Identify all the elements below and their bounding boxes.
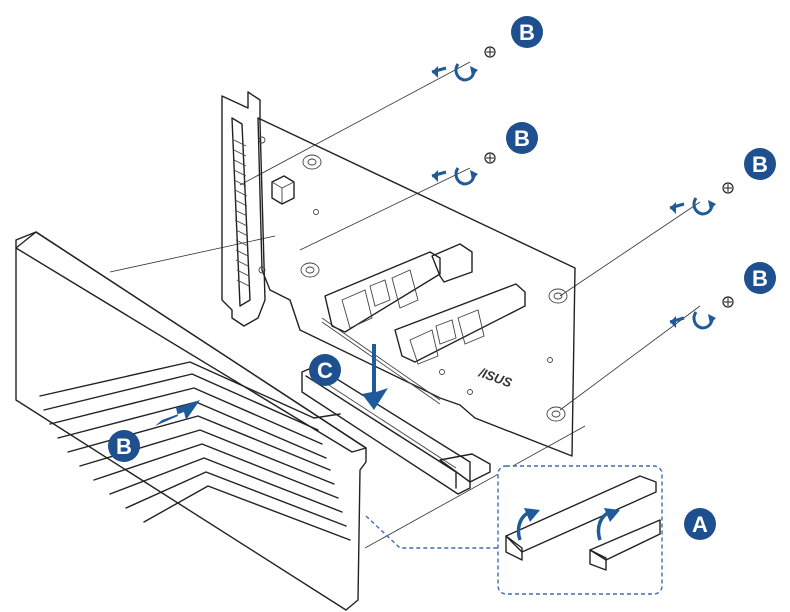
callout-badge (744, 148, 776, 180)
detail-inset (365, 465, 663, 595)
brand-logo: /ISUS (476, 364, 514, 390)
ssd-chips (341, 269, 485, 365)
screw-group-3 (669, 182, 734, 216)
insert-arrow-icon (362, 344, 388, 410)
push-arrow-icon (155, 400, 200, 426)
callout-b-top: B (511, 16, 543, 48)
callout-label: B (514, 126, 530, 151)
callout-badge (309, 354, 341, 386)
mounting-holes (258, 136, 568, 422)
callout-a: A (684, 508, 716, 540)
callout-b-right-upper: B (744, 148, 776, 180)
callout-b-upper: B (506, 122, 538, 154)
callout-label: A (692, 512, 708, 537)
callout-label: B (752, 152, 768, 177)
callout-c: C (309, 354, 341, 386)
callout-b-right-lower: B (744, 262, 776, 294)
slot-latch (439, 453, 491, 483)
m2-ssd-modules (324, 243, 526, 365)
screw-group-2 (431, 152, 496, 186)
callout-label: C (317, 358, 333, 383)
inset-frame (497, 465, 663, 595)
ssd-heat-chip (431, 243, 473, 283)
arrows (155, 344, 388, 426)
callout-label: B (519, 20, 535, 45)
callout-badge (511, 16, 543, 48)
thermal-pad-strips (505, 475, 661, 571)
callout-label: B (116, 434, 132, 459)
screw-group-4 (669, 296, 734, 330)
callout-label: B (752, 266, 768, 291)
callout-badge (506, 122, 538, 154)
callout-badge (744, 262, 776, 294)
screw-group-1 (431, 46, 496, 82)
callout-b-left: B (108, 430, 140, 462)
motherboard-plate (15, 231, 367, 611)
bracket-vent-slots (233, 139, 250, 287)
pcie-slot (301, 365, 491, 495)
inset-leader-line (365, 515, 500, 549)
callout-badge (684, 508, 716, 540)
callout-badge (108, 430, 140, 462)
